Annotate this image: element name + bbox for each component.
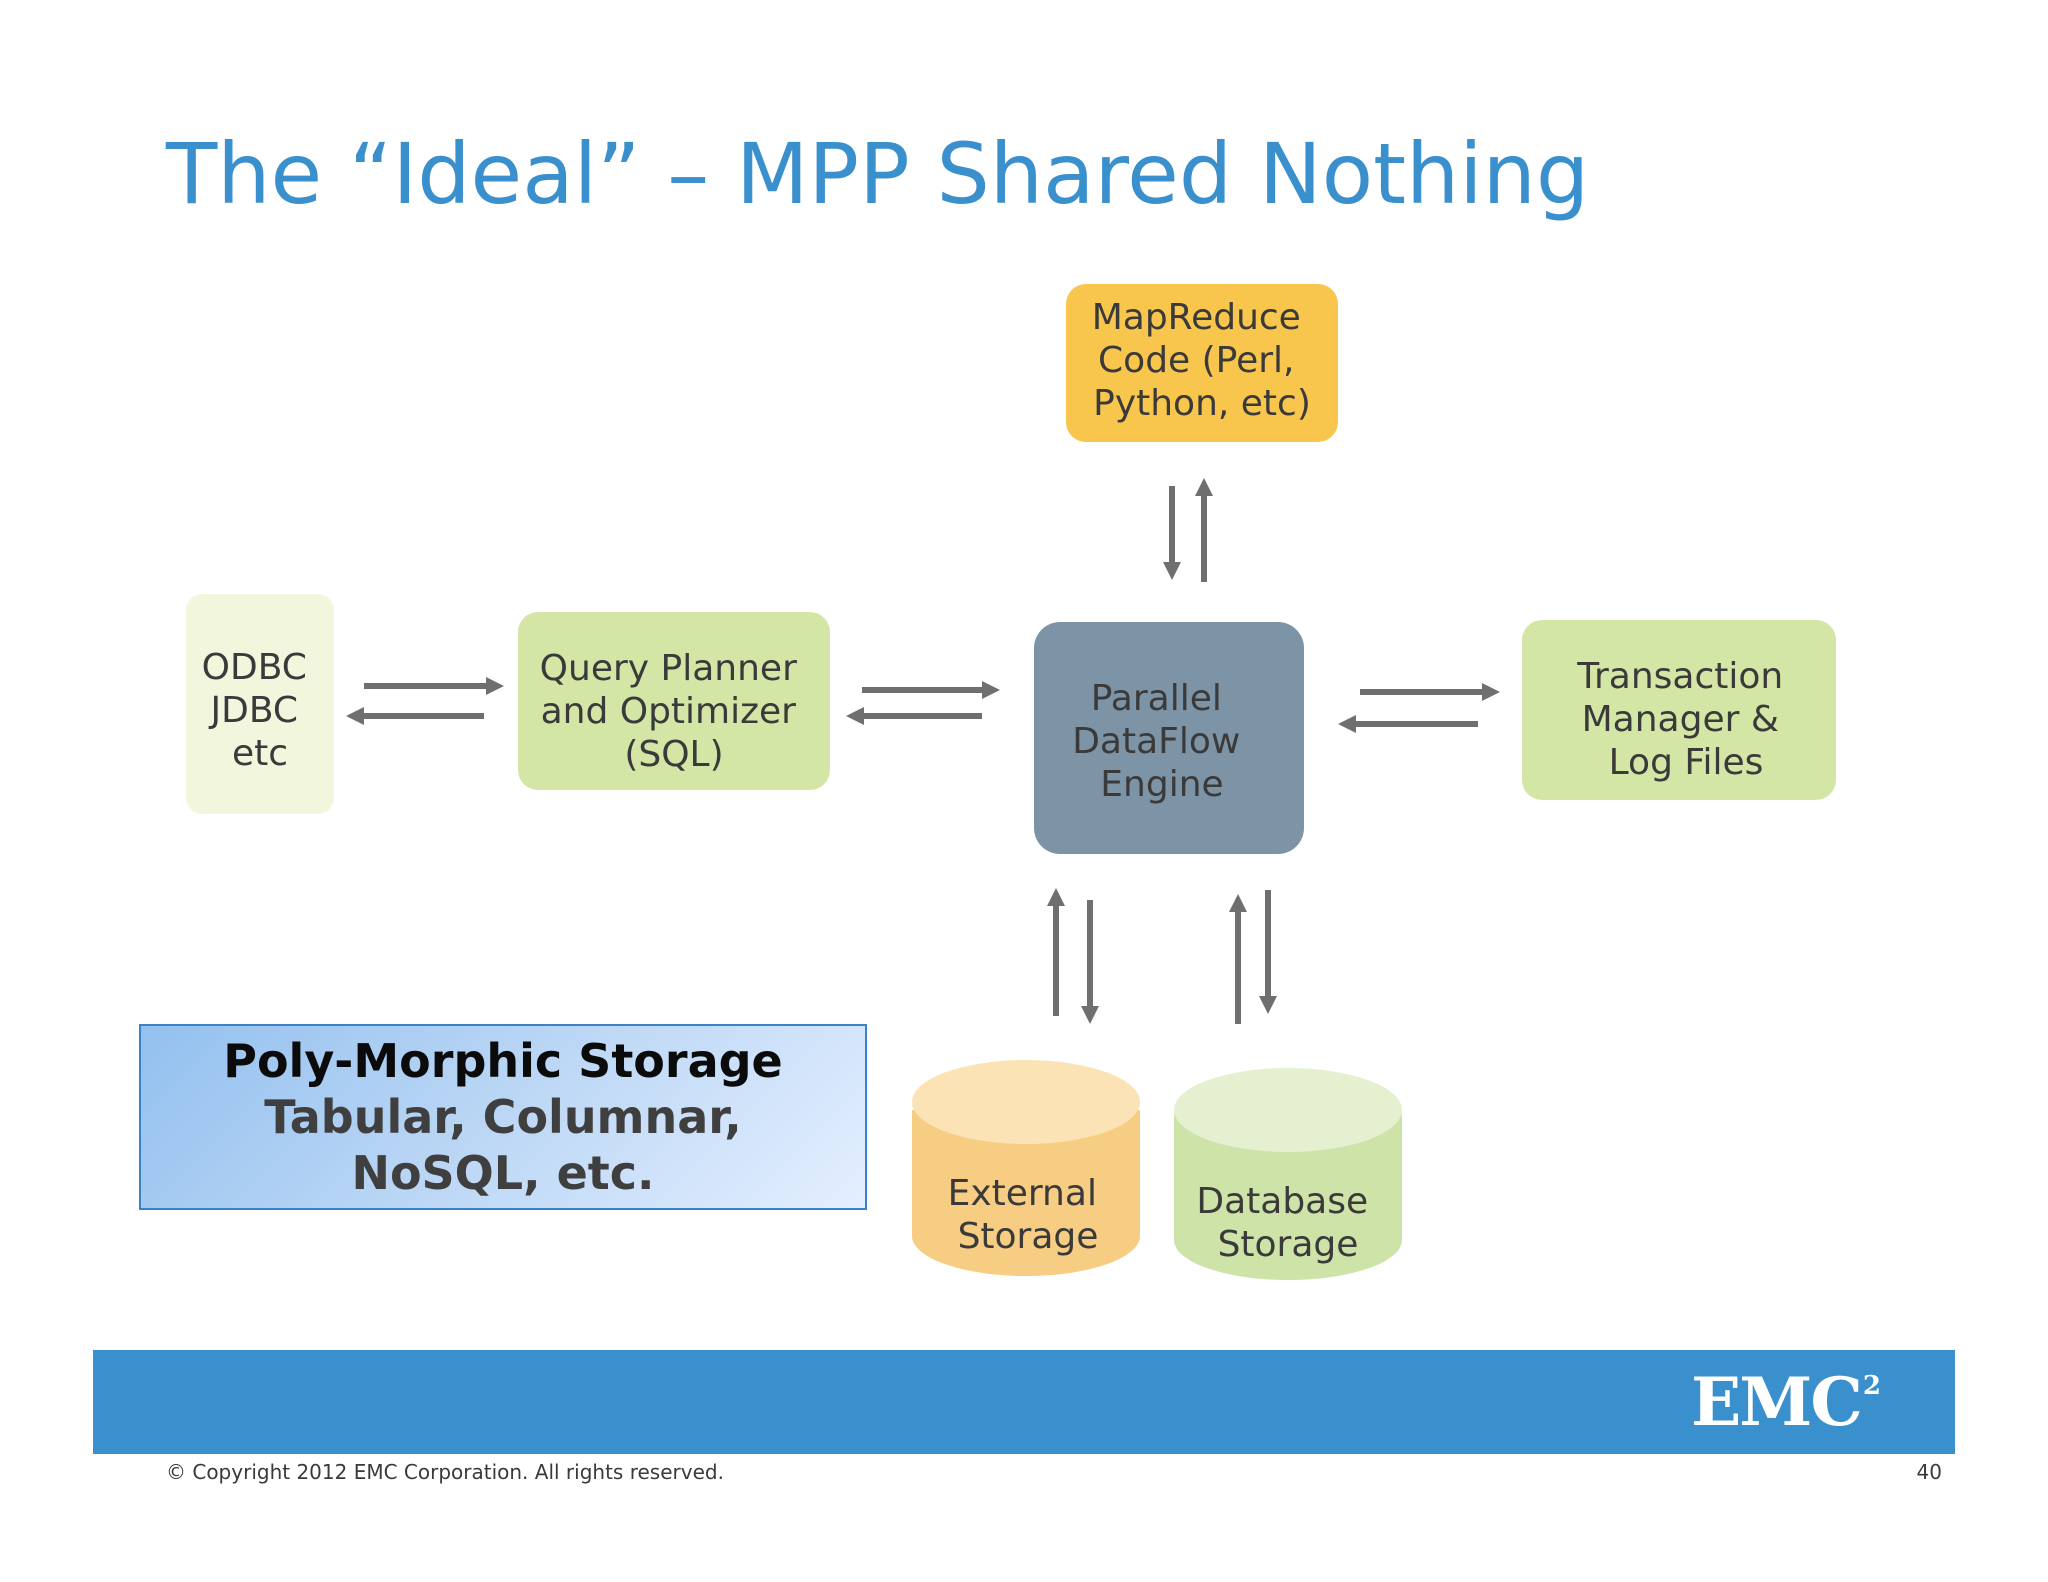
- query-planner-node: Query Planner and Optimizer (SQL): [518, 612, 830, 790]
- database-storage-label-line: Database: [1196, 1181, 1368, 1222]
- svg-text:Query Planner and Optimi: Query Planner and Optimizer (SQL): [540, 648, 809, 775]
- odbc-label-line: etc: [232, 733, 288, 774]
- mapreduce-code-node: MapReduce Code (Perl, Python, etc): [1066, 284, 1338, 442]
- emc-logo: EMC2: [1691, 1369, 1881, 1435]
- poly-morphic-storage-callout: Poly-Morphic Storage Tabular, Columnar, …: [139, 1024, 867, 1210]
- database-storage-label-line: Storage: [1218, 1224, 1359, 1265]
- dataflow-label-line: Parallel: [1091, 678, 1222, 719]
- odbc-query-planner-arrows: [346, 677, 504, 725]
- callout-title: Poly-Morphic Storage: [223, 1034, 783, 1088]
- external-storage-label-line: External: [948, 1173, 1097, 1214]
- slide-title: The “Ideal” – MPP Shared Nothing: [166, 125, 1590, 223]
- odbc-label-line: ODBC: [202, 647, 307, 688]
- copyright-notice: © Copyright 2012 EMC Corporation. All ri…: [166, 1460, 724, 1484]
- query-planner-label-line: (SQL): [624, 734, 723, 775]
- mapreduce-dataflow-arrows: [1163, 478, 1213, 582]
- svg-text:ODBC JDBC etc: ODBC JDBC etc: [202, 647, 319, 774]
- odbc-label-line: JDBC: [209, 690, 299, 731]
- dataflow-label-line: Engine: [1100, 764, 1223, 805]
- dataflow-transaction-arrows: [1338, 683, 1500, 733]
- mapreduce-label-line: Python, etc): [1093, 383, 1311, 424]
- emc-logo-text: EMC: [1691, 1363, 1863, 1441]
- odbc-jdbc-node: ODBC JDBC etc: [186, 594, 334, 814]
- architecture-diagram: MapReduce Code (Perl, Python, etc) ODBC …: [186, 284, 1836, 1280]
- dataflow-external-storage-arrows: [1047, 888, 1099, 1024]
- query-planner-label-line: and Optimizer: [541, 691, 797, 732]
- svg-text:Parallel DataFlow: Parallel DataFlow Engine: [1072, 678, 1252, 805]
- external-storage-node: External Storage: [912, 1060, 1140, 1276]
- transaction-label-line: Log Files: [1609, 742, 1764, 783]
- callout-line: NoSQL, etc.: [351, 1146, 655, 1200]
- transaction-label-line: Manager &: [1582, 699, 1779, 740]
- query-planner-label-line: Query Planner: [540, 648, 797, 689]
- database-storage-node: Database Storage: [1174, 1068, 1402, 1280]
- svg-text:Transaction Manager &: Transaction Manager & Log Files: [1576, 656, 1794, 783]
- transaction-label-line: Transaction: [1576, 656, 1783, 697]
- dataflow-database-storage-arrows: [1229, 890, 1277, 1024]
- svg-text:External Storage: External Storage: [948, 1173, 1109, 1257]
- mapreduce-label-line: Code (Perl,: [1098, 340, 1294, 381]
- svg-text:MapReduce Code (Perl,: MapReduce Code (Perl, Python, etc): [1092, 297, 1313, 424]
- callout-line: Tabular, Columnar,: [264, 1090, 742, 1144]
- dataflow-engine-node: Parallel DataFlow Engine: [1034, 622, 1304, 854]
- dataflow-label-line: DataFlow: [1072, 721, 1240, 762]
- external-storage-label-line: Storage: [958, 1216, 1099, 1257]
- transaction-manager-node: Transaction Manager & Log Files: [1522, 620, 1836, 800]
- svg-text:Database Storage: Database Storage: [1196, 1181, 1379, 1265]
- emc-logo-superscript: 2: [1862, 1371, 1881, 1401]
- footer-bar: EMC2: [93, 1350, 1955, 1454]
- page-number: 40: [1916, 1460, 1942, 1484]
- mapreduce-label-line: MapReduce: [1092, 297, 1301, 338]
- query-planner-dataflow-arrows: [846, 681, 1000, 725]
